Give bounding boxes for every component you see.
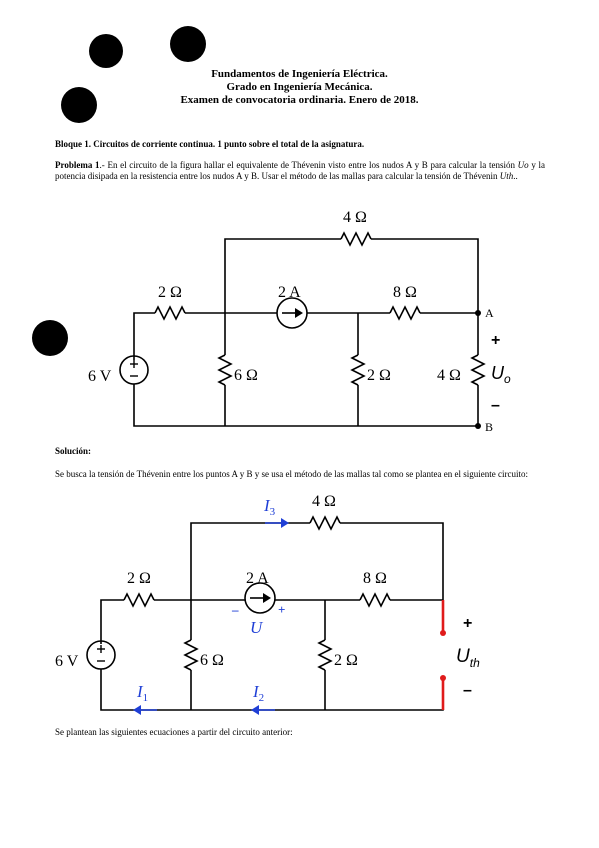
label-src-minus: – bbox=[231, 602, 239, 617]
wire2-top-right bbox=[340, 522, 444, 600]
label2-v-source: 6 V bbox=[55, 653, 79, 670]
resistor2-mid-8-ohm bbox=[359, 592, 391, 608]
uth-symbol: Uth bbox=[499, 171, 514, 181]
current-arrow2-head bbox=[263, 593, 271, 603]
label-r-2: 2 Ω bbox=[367, 367, 391, 384]
problem-text-3: .. bbox=[513, 171, 518, 181]
i2-arrow-head bbox=[251, 705, 259, 715]
label-r-top: 4 Ω bbox=[343, 209, 367, 226]
resistor-4-ohm bbox=[470, 354, 486, 386]
label2-r-mid: 8 Ω bbox=[363, 570, 387, 587]
label-source-i: 2 A bbox=[278, 284, 301, 301]
wire-top bbox=[224, 238, 341, 313]
resistor2-top-4-ohm bbox=[309, 515, 341, 531]
wire-left-bottom bbox=[133, 384, 478, 427]
label-u-source: U bbox=[250, 618, 264, 637]
label-r-6: 6 Ω bbox=[234, 367, 258, 384]
label-uth: Uth bbox=[456, 646, 480, 670]
resistor-2-ohm bbox=[350, 354, 366, 386]
course-title: Fundamentos de Ingeniería Eléctrica. bbox=[211, 68, 388, 80]
label-r-mid: 8 Ω bbox=[393, 284, 417, 301]
label2-r-left: 2 Ω bbox=[127, 570, 151, 587]
wire2-left-bottom bbox=[100, 669, 444, 711]
wire-top-right bbox=[371, 238, 479, 313]
label-node-a: A bbox=[485, 306, 494, 320]
document-header: Fundamentos de Ingeniería Eléctrica. Gra… bbox=[0, 68, 599, 107]
label-uo: Uo bbox=[491, 363, 511, 386]
problem-text-1: .- En el circuito de la figura hallar el… bbox=[99, 160, 518, 170]
solution-text: Se busca la tensión de Thévenin entre lo… bbox=[55, 469, 528, 479]
label-node-b: B bbox=[485, 420, 493, 434]
resistor-top-4-ohm bbox=[340, 231, 372, 247]
circuit-diagram-1: 4 Ω 2 Ω 2 A 8 Ω 6 V 6 Ω 2 Ω 4 Ω A B + – … bbox=[88, 209, 511, 434]
wire2-mid-left bbox=[100, 599, 124, 644]
label-minus: – bbox=[491, 397, 500, 414]
label2-source-i: 2 A bbox=[246, 570, 269, 587]
label2-r-2: 2 Ω bbox=[334, 652, 358, 669]
wire2-top bbox=[190, 522, 310, 600]
punch-hole-2 bbox=[170, 26, 206, 62]
punch-hole-1 bbox=[89, 34, 123, 68]
terminal-a-dot bbox=[440, 630, 446, 636]
label2-r-top: 4 Ω bbox=[312, 493, 336, 510]
uo-symbol: Uo bbox=[517, 160, 529, 170]
label-i3: I3 bbox=[263, 496, 276, 518]
circuit-diagram-2: 4 Ω 2 Ω 2 A 8 Ω 6 V 6 Ω 2 Ω + – Uth I3 U… bbox=[55, 493, 480, 715]
resistor2-2-ohm bbox=[317, 639, 333, 671]
i1-arrow-head bbox=[133, 705, 141, 715]
problem-text-2: y la potencia disipada en la resistencia… bbox=[55, 160, 545, 181]
label-i2: I2 bbox=[252, 682, 264, 704]
problem-statement: Problema 1.- En el circuito de la figura… bbox=[55, 160, 545, 182]
resistor-left-2-ohm bbox=[154, 305, 186, 321]
label-src-plus: + bbox=[278, 602, 285, 617]
label2-minus: – bbox=[463, 682, 472, 699]
resistor2-6-ohm bbox=[183, 639, 199, 671]
label-plus: + bbox=[491, 332, 500, 349]
i3-arrow-head bbox=[281, 518, 289, 528]
terminal-b-dot bbox=[440, 675, 446, 681]
degree-title: Grado en Ingeniería Mecánica. bbox=[226, 81, 373, 93]
label-r-left: 2 Ω bbox=[158, 284, 182, 301]
node-a-dot bbox=[475, 310, 481, 316]
label2-r-6: 6 Ω bbox=[200, 652, 224, 669]
label-v-source: 6 V bbox=[88, 368, 112, 385]
wire-mid-left bbox=[133, 312, 155, 360]
punch-hole-3 bbox=[61, 87, 97, 123]
resistor-mid-8-ohm bbox=[389, 305, 421, 321]
footer-text: Se plantean las siguientes ecuaciones a … bbox=[55, 727, 293, 737]
label2-plus: + bbox=[463, 615, 472, 632]
block-title: Bloque 1. Circuitos de corriente continu… bbox=[55, 139, 365, 149]
exam-title: Examen de convocatoria ordinaria. Enero … bbox=[180, 94, 419, 106]
current-source2-2a bbox=[244, 582, 276, 614]
resistor2-left-2-ohm bbox=[123, 592, 155, 608]
current-arrow-head bbox=[295, 308, 303, 318]
label-r-4: 4 Ω bbox=[437, 367, 461, 384]
node-b-dot bbox=[475, 423, 481, 429]
label-i1: I1 bbox=[136, 682, 148, 704]
resistor-6-ohm bbox=[217, 354, 233, 386]
punch-hole-4 bbox=[32, 320, 68, 356]
solution-title: Solución: bbox=[55, 446, 92, 456]
problem-label: Problema 1 bbox=[55, 160, 100, 170]
